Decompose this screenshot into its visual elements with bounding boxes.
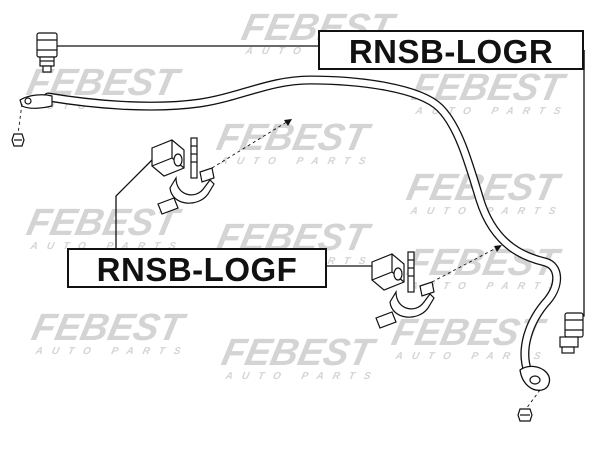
watermark-subtitle: AUTO PARTS (218, 156, 375, 167)
assembly-lines (17, 103, 541, 410)
bracket-left (157, 137, 215, 215)
nut-bottom-right (517, 408, 533, 422)
watermark-subtitle: AUTO PARTS (408, 281, 565, 292)
watermark-subtitle: AUTO PARTS (33, 346, 190, 357)
watermark-subtitle: AUTO PARTS (413, 106, 570, 117)
watermark-layer: FEBEST AUTO PARTS FEBEST AUTO PARTS FEBE… (23, 6, 570, 382)
leader-lines (57, 45, 585, 317)
watermark-subtitle: AUTO PARTS (28, 241, 185, 252)
nut-bottom-left (11, 133, 25, 147)
front-bushing-right (371, 253, 405, 291)
watermark-brand: FEBEST (23, 201, 185, 244)
stabilizer-bar (19, 75, 562, 391)
watermark-brand: FEBEST (213, 116, 375, 159)
assembly-arrows (284, 119, 502, 252)
front-bushing-left (151, 139, 185, 177)
watermark-subtitle: AUTO PARTS (223, 371, 380, 382)
watermark-subtitle: AUTO PARTS (393, 351, 550, 362)
watermark-brand: FEBEST (28, 306, 190, 349)
rear-part-number-label: RNSB-LOGR (318, 30, 584, 70)
bracket-right (375, 251, 435, 329)
rear-bushing-top-left (36, 32, 58, 73)
front-part-number-label: RNSB-LOGF (67, 248, 327, 288)
watermark-brand: FEBEST (218, 331, 380, 374)
rear-bushing-right (559, 312, 584, 354)
